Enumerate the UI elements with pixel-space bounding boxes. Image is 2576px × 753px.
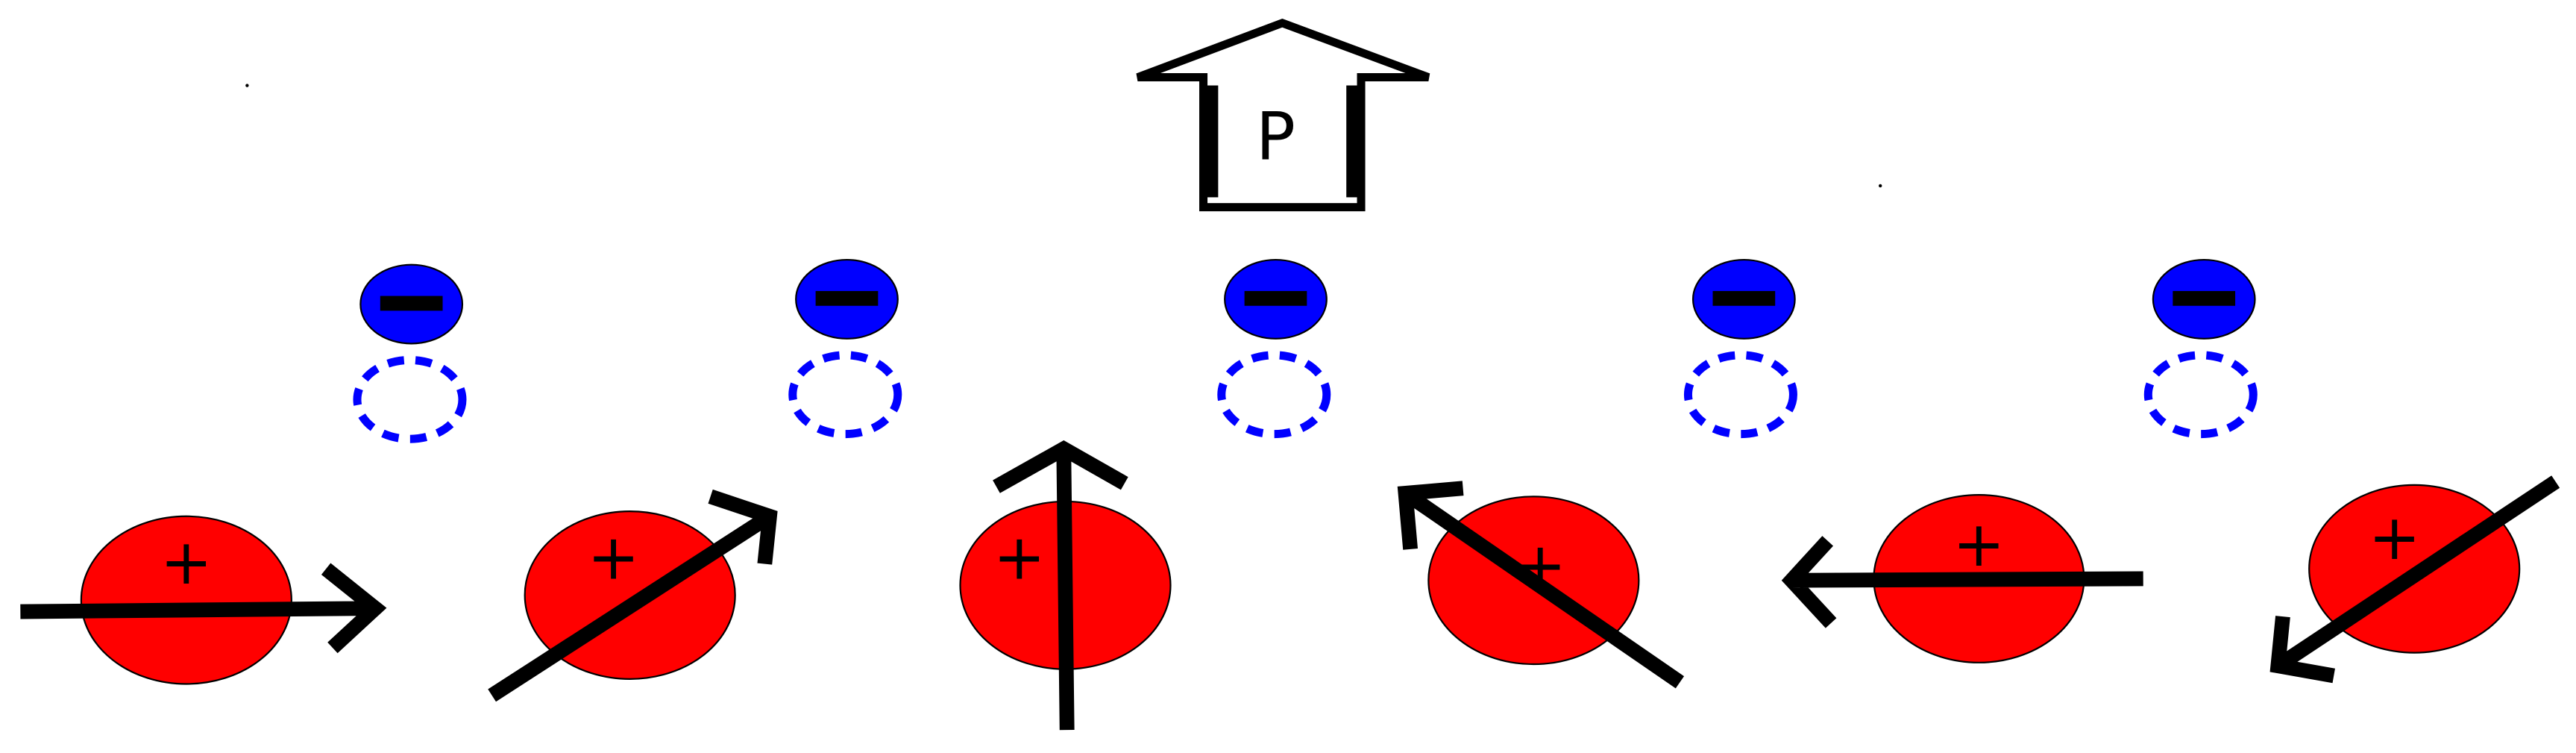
- speck: [1878, 184, 1882, 188]
- nucleus: [80, 515, 292, 685]
- arrow-icon: [20, 563, 387, 654]
- minus-sign: [380, 296, 443, 311]
- minus-sign: [1244, 290, 1307, 306]
- plus-sign: +: [993, 520, 1046, 593]
- minus-sign: [2173, 290, 2236, 306]
- electron-original-position: [1217, 351, 1331, 439]
- plus-sign: +: [160, 525, 213, 599]
- plus-sign: +: [1953, 507, 2005, 581]
- electron-original-position: [788, 351, 902, 439]
- nucleus-row: + + + + + +: [20, 440, 2560, 731]
- electron-row: [353, 258, 2258, 443]
- plus-sign: +: [2369, 501, 2421, 574]
- arrow-icon: [488, 489, 778, 702]
- polarization-arrow: P: [1136, 18, 1430, 212]
- electron-original-position: [2143, 351, 2258, 439]
- minus-sign: [815, 290, 879, 306]
- arrow-icon: [2269, 475, 2560, 684]
- electron-original-position: [1683, 351, 1797, 439]
- arrow-icon: [1397, 481, 1685, 689]
- arrow-icon: [1781, 536, 2143, 628]
- plus-sign: +: [588, 520, 640, 593]
- electron-original-position: [353, 355, 467, 443]
- arrow-icon: [993, 440, 1128, 731]
- polarization-label: P: [1256, 99, 1295, 175]
- speck: [245, 84, 249, 87]
- minus-sign: [1712, 290, 1776, 306]
